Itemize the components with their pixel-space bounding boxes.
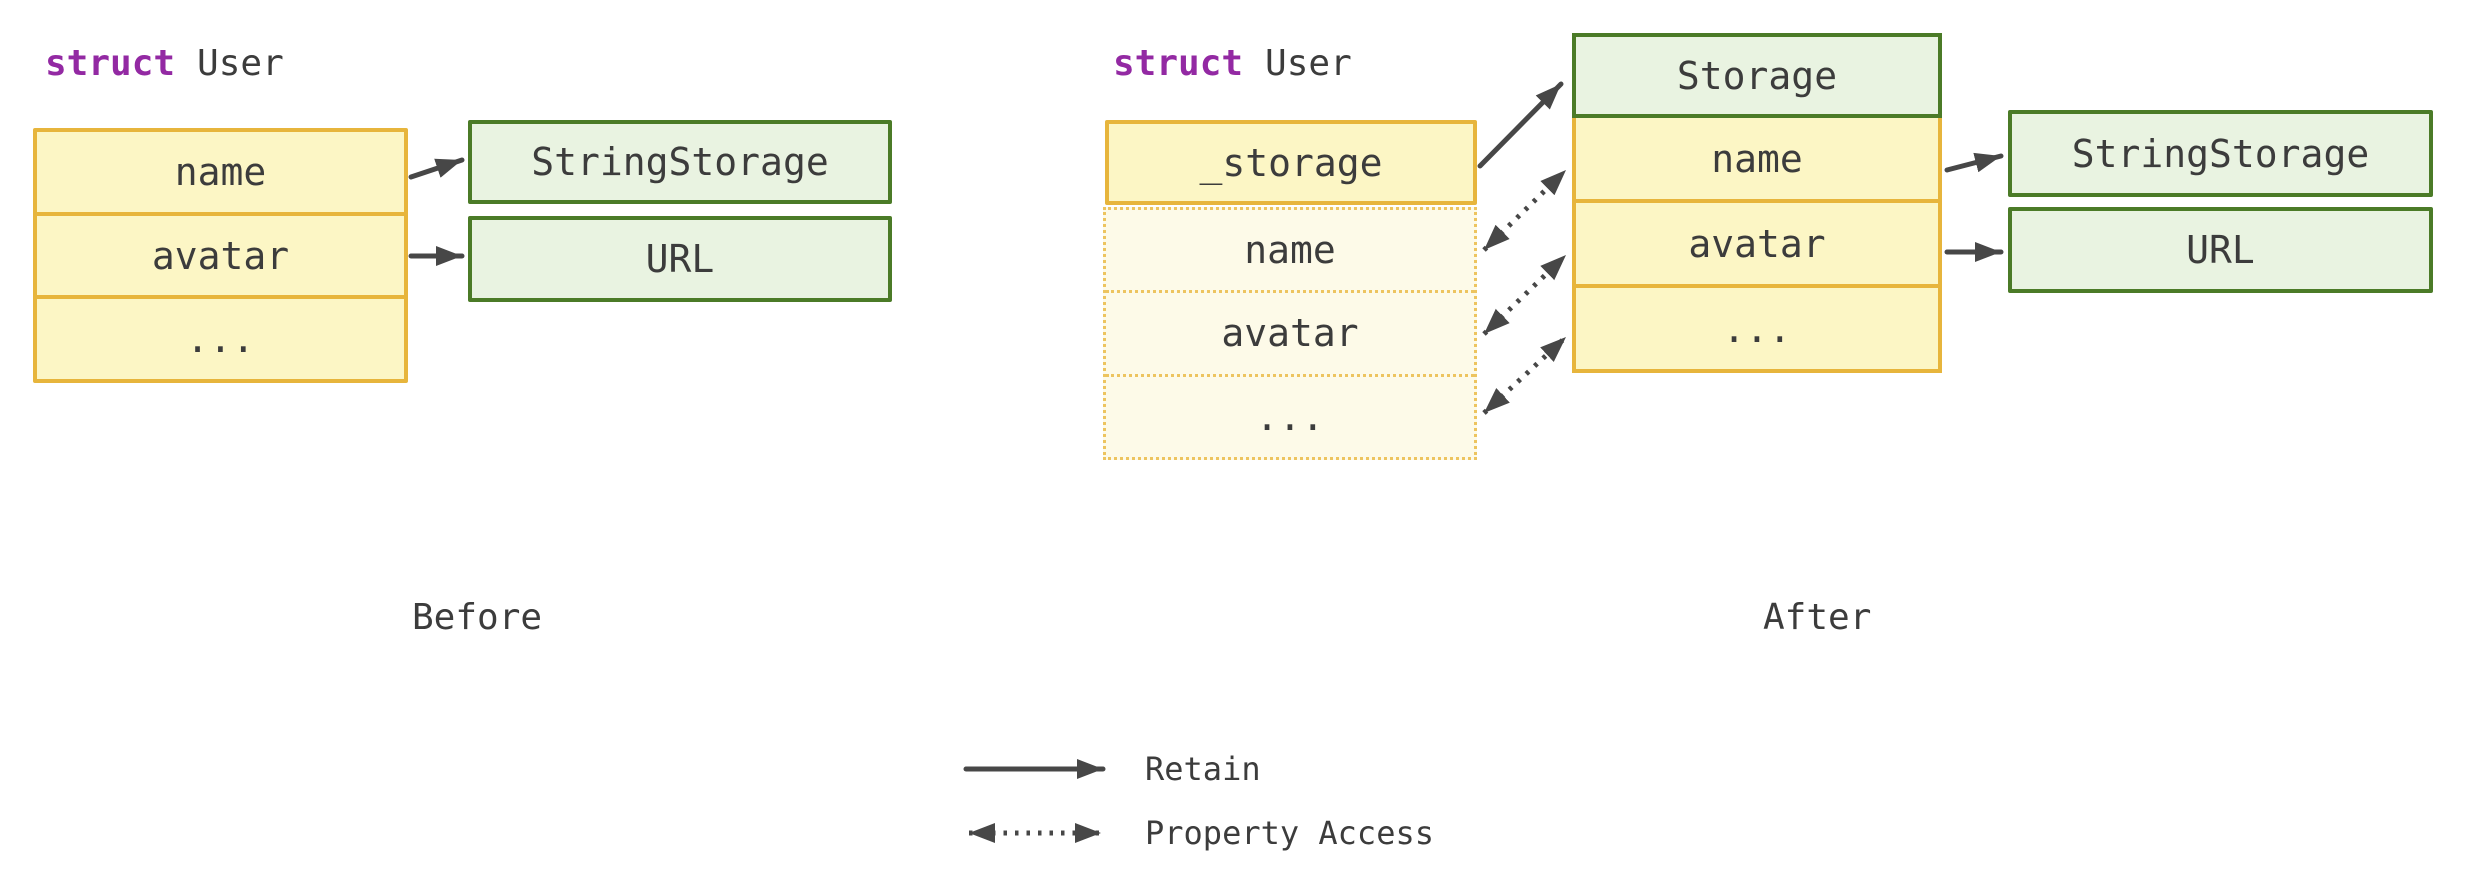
- heap-box-stringstorage-after: StringStorage: [2008, 110, 2433, 197]
- property-access-arrow-name: [1482, 168, 1568, 252]
- storage-header-row: Storage: [1572, 33, 1942, 118]
- stack-field-row-rest: ...: [1572, 288, 1942, 373]
- storage-stack: Storage name avatar ...: [1572, 33, 1942, 373]
- retain-arrow-icon: [963, 759, 1106, 779]
- ghost-field-row-avatar: avatar: [1106, 290, 1474, 373]
- struct-title: struct User: [45, 42, 284, 85]
- property-access-arrow-avatar: [1482, 253, 1568, 336]
- after-section-title: struct User: [1113, 42, 1352, 85]
- struct-type-name: User: [1265, 43, 1352, 84]
- ghost-box: name avatar ...: [1103, 207, 1477, 460]
- struct-field-row-rest: ...: [37, 295, 404, 379]
- ghost-field-row-name: name: [1244, 228, 1336, 273]
- heap-box-url-after: URL: [2008, 207, 2433, 293]
- struct-field-row-name: name: [174, 149, 267, 194]
- stored-property-row: _storage: [1105, 120, 1477, 205]
- struct-type-name: User: [197, 43, 284, 84]
- struct-field-row-avatar: avatar: [37, 211, 404, 296]
- property-access-arrow-icon: [969, 823, 1101, 843]
- stack-field-row-name: name: [1572, 118, 1942, 203]
- before-struct-box: name avatar ...: [33, 128, 408, 383]
- retain-arrow-before-name-stringstorage: [408, 157, 465, 180]
- struct-title: struct User: [1113, 42, 1352, 85]
- property-access-arrow-rest: [1482, 335, 1568, 415]
- retain-arrow-after-name-stringstorage: [1944, 152, 2004, 173]
- legend-item-retain: Retain: [963, 750, 1261, 788]
- struct-keyword: struct: [45, 43, 176, 84]
- ghost-field-row-rest: ...: [1106, 373, 1474, 457]
- legend-item-property-access: Property Access: [963, 814, 1434, 852]
- heap-box-stringstorage-before: StringStorage: [468, 120, 892, 204]
- struct-keyword: struct: [1113, 43, 1244, 84]
- heap-box-url-before: URL: [468, 216, 892, 302]
- retain-arrow-after-storage: [1477, 81, 1564, 169]
- legend-label: Property Access: [1145, 814, 1434, 852]
- section-label-after: After: [1763, 597, 1872, 638]
- before-section-title: struct User: [45, 42, 284, 85]
- stack-field-row-avatar: avatar: [1572, 203, 1942, 288]
- legend-label: Retain: [1145, 750, 1261, 788]
- section-label-before: Before: [412, 597, 543, 638]
